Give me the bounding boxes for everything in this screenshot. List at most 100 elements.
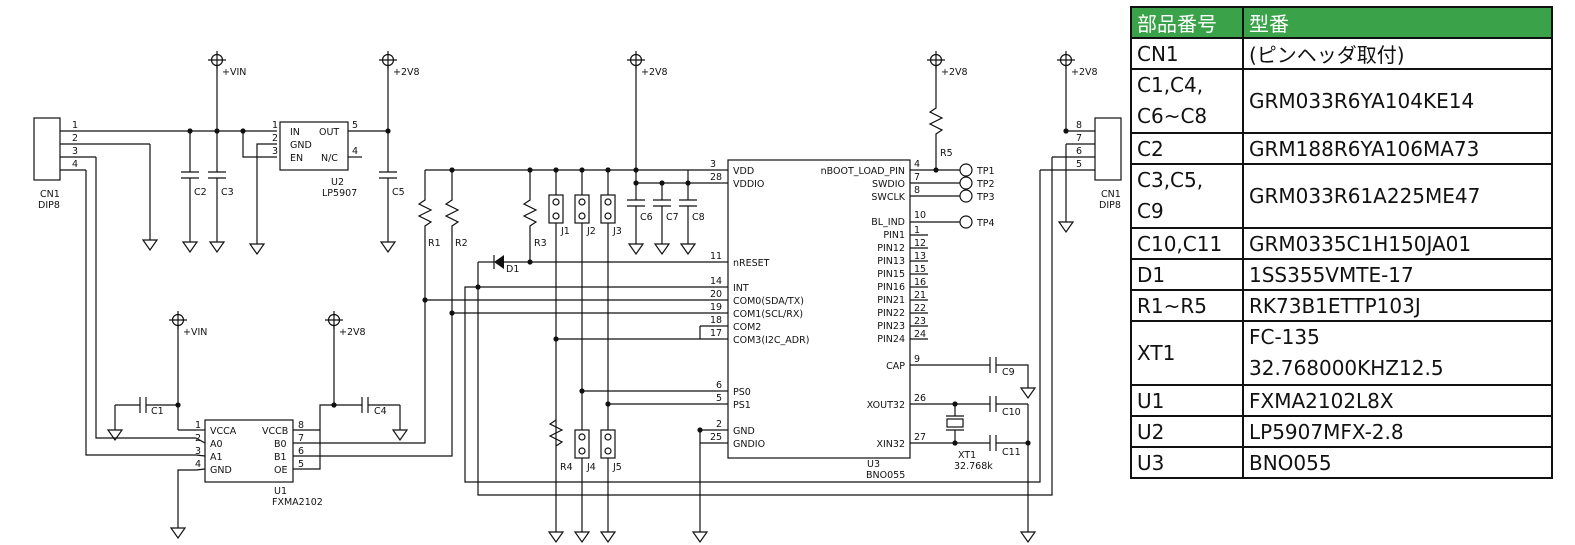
svg-text:18: 18 xyxy=(710,315,722,326)
svg-text:TP2: TP2 xyxy=(976,179,995,190)
svg-text:2: 2 xyxy=(716,419,722,430)
svg-text:5: 5 xyxy=(716,393,722,404)
svg-text:INT: INT xyxy=(733,283,749,294)
svg-text:nRESET: nRESET xyxy=(733,258,770,269)
table-row: U3 BNO055 xyxy=(1130,446,1553,479)
diode-d1: D1 xyxy=(478,255,720,275)
jumper-j2: J2 xyxy=(574,170,596,430)
vin-label-u1: +VIN xyxy=(183,327,207,338)
svg-text:19: 19 xyxy=(710,302,722,313)
svg-text:SWCLK: SWCLK xyxy=(871,192,905,203)
table-row: CN1 (ピンヘッダ取付) xyxy=(1130,37,1553,70)
svg-text:1: 1 xyxy=(272,120,278,131)
svg-text:R3: R3 xyxy=(534,238,547,249)
testpoint-tp3: TP3 xyxy=(959,189,995,203)
svg-text:U2: U2 xyxy=(331,177,344,188)
svg-text:VDDIO: VDDIO xyxy=(733,179,764,190)
cn1-ref-label: CN1 xyxy=(40,189,60,200)
resistor-r5: R5 xyxy=(928,66,953,170)
svg-text:6: 6 xyxy=(1076,146,1082,157)
v28-label-u2: +2V8 xyxy=(393,67,420,78)
svg-text:XT1: XT1 xyxy=(958,450,976,461)
svg-text:10: 10 xyxy=(914,210,926,221)
parts-table: 部品番号 型番 CN1 (ピンヘッダ取付) C1,C4,C6~C8 GRM033… xyxy=(1130,6,1553,479)
svg-text:3: 3 xyxy=(195,446,201,457)
connector-cn1-left: 1 2 3 4 CN1 DIP8 xyxy=(33,117,190,211)
svg-text:5: 5 xyxy=(298,459,304,470)
svg-text:CAP: CAP xyxy=(886,361,905,372)
crystal-xt1: XT1 32.768k xyxy=(946,404,993,472)
svg-text:R2: R2 xyxy=(455,238,468,249)
svg-text:XIN32: XIN32 xyxy=(876,439,905,450)
header-part-number: 型番 xyxy=(1242,6,1553,39)
svg-text:PIN12: PIN12 xyxy=(877,243,905,254)
svg-text:23: 23 xyxy=(914,316,926,327)
svg-text:J1: J1 xyxy=(560,226,570,237)
svg-text:D1: D1 xyxy=(506,264,519,275)
svg-text:8: 8 xyxy=(914,185,920,196)
svg-text:PS1: PS1 xyxy=(733,400,751,411)
svg-text:4: 4 xyxy=(352,146,358,157)
svg-text:U1: U1 xyxy=(274,486,287,497)
svg-text:9: 9 xyxy=(914,354,920,365)
svg-text:C11: C11 xyxy=(1002,447,1021,458)
svg-text:C9: C9 xyxy=(1002,367,1015,378)
svg-text:7: 7 xyxy=(914,172,920,183)
svg-text:7: 7 xyxy=(298,433,304,444)
svg-text:C5: C5 xyxy=(392,187,405,198)
capacitor-c1: C1 xyxy=(115,397,178,417)
capacitor-c3: C3 xyxy=(208,131,234,232)
svg-text:EN: EN xyxy=(290,153,303,164)
svg-text:GNDIO: GNDIO xyxy=(733,439,765,450)
capacitor-c6: C6 xyxy=(627,199,653,234)
svg-text:15: 15 xyxy=(914,264,926,275)
svg-text:A1: A1 xyxy=(210,452,223,463)
svg-text:COM0(SDA/TX): COM0(SDA/TX) xyxy=(733,296,804,307)
svg-text:COM3(I2C_ADR): COM3(I2C_ADR) xyxy=(733,335,809,346)
svg-text:B0: B0 xyxy=(274,439,287,450)
svg-text:SWDIO: SWDIO xyxy=(872,179,905,190)
svg-text:6: 6 xyxy=(298,446,304,457)
svg-text:24: 24 xyxy=(914,329,926,340)
svg-text:5: 5 xyxy=(352,120,358,131)
capacitor-c9: C9 xyxy=(989,357,1029,378)
svg-text:2: 2 xyxy=(272,133,278,144)
svg-text:22: 22 xyxy=(914,303,926,314)
cn1-pin-3: 3 xyxy=(72,146,78,157)
capacitor-c10: C10 xyxy=(989,396,1028,418)
svg-text:C6: C6 xyxy=(640,212,653,223)
cn1-pin-1: 1 xyxy=(72,120,78,131)
v28-label-cn1: +2V8 xyxy=(1071,67,1098,78)
svg-text:28: 28 xyxy=(710,172,722,183)
ic-u3-bno055: VDD VDDIO nRESET INT COM0(SDA/TX) COM1(S… xyxy=(710,159,926,481)
jumper-j3: J3 xyxy=(600,170,622,430)
svg-text:TP4: TP4 xyxy=(976,218,995,229)
svg-text:J5: J5 xyxy=(612,462,622,473)
table-row: R1~R5 RK73B1ETTP103J xyxy=(1130,289,1553,322)
header-part-ref: 部品番号 xyxy=(1130,6,1244,39)
svg-text:FXMA2102: FXMA2102 xyxy=(272,497,323,508)
svg-text:GND: GND xyxy=(290,140,312,151)
table-row: U2 LP5907MFX-2.8 xyxy=(1130,415,1553,448)
svg-text:GND: GND xyxy=(733,426,755,437)
svg-text:VCCB: VCCB xyxy=(262,426,288,437)
svg-text:COM2: COM2 xyxy=(733,322,761,333)
svg-text:C8: C8 xyxy=(692,212,705,223)
svg-text:PIN13: PIN13 xyxy=(877,256,905,267)
testpoint-tp2: TP2 xyxy=(959,176,995,190)
svg-text:TP1: TP1 xyxy=(976,166,995,177)
resistor-r2: R2 xyxy=(444,170,468,313)
capacitor-c2: C2 xyxy=(181,131,207,232)
svg-text:21: 21 xyxy=(914,290,926,301)
svg-text:CN1: CN1 xyxy=(1101,189,1121,200)
svg-text:PIN22: PIN22 xyxy=(877,308,905,319)
svg-text:PS0: PS0 xyxy=(733,387,751,398)
svg-text:TP3: TP3 xyxy=(976,192,995,203)
svg-text:J2: J2 xyxy=(586,226,596,237)
svg-text:C3: C3 xyxy=(221,187,234,198)
svg-text:8: 8 xyxy=(1076,120,1082,131)
svg-text:U3: U3 xyxy=(867,459,880,470)
svg-text:C7: C7 xyxy=(666,212,679,223)
svg-text:OUT: OUT xyxy=(319,127,339,138)
